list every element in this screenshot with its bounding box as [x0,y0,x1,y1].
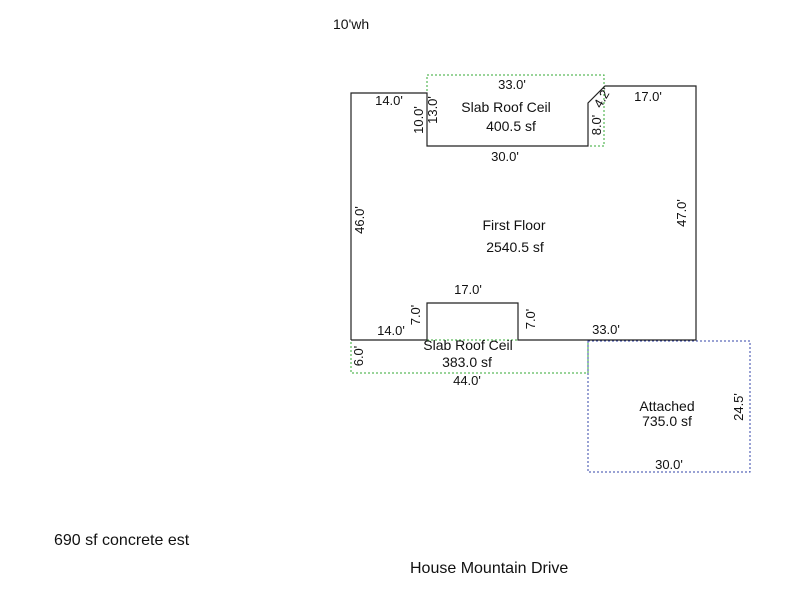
first-floor-area: 2540.5 sf [486,239,544,255]
dim-left-wall: 46.0' [352,206,367,234]
attached-outline [587,340,751,473]
dim-bottom-right-wall: 33.0' [592,322,620,337]
dim-inner-bump-left: 7.0' [408,305,423,326]
dim-attached-width: 30.0' [655,457,683,472]
first-floor-name: First Floor [483,217,546,233]
dim-inner-bump-right: 7.0' [523,309,538,330]
dim-slab-top-right-depth: 8.0' [589,115,604,136]
slab-top-area: 400.5 sf [486,118,536,134]
dim-bottom-left-wall: 14.0' [377,323,405,338]
dim-notch-left-depth: 10.0' [411,106,426,134]
attached-area: 735.0 sf [642,413,692,429]
first-floor-outline [350,85,697,341]
slab-bottom-outline [350,339,589,374]
slab-bottom-name: Slab Roof Ceil [423,337,513,353]
dim-diagonal: 4.2' [590,85,613,110]
dim-top-left-wall: 14.0' [375,93,403,108]
dim-slab-bottom-width: 44.0' [453,373,481,388]
dim-attached-depth: 24.5' [731,393,746,421]
dim-right-wall: 47.0' [674,199,689,227]
dim-top-right-wall: 17.0' [634,89,662,104]
dim-slab-bottom-depth: 6.0' [351,346,366,367]
height-note: 10'wh [333,16,370,32]
dim-inner-bump-top: 17.0' [454,282,482,297]
concrete-estimate-note: 690 sf concrete est [54,532,190,549]
dim-slab-top-width: 33.0' [498,77,526,92]
slab-bottom-area: 383.0 sf [442,354,492,370]
address-label: House Mountain Drive [410,560,569,577]
slab-top-name: Slab Roof Ceil [461,99,551,115]
dim-notch-bottom: 30.0' [491,149,519,164]
dim-slab-top-left-depth: 13.0' [425,96,440,124]
attached-name: Attached [639,398,694,414]
